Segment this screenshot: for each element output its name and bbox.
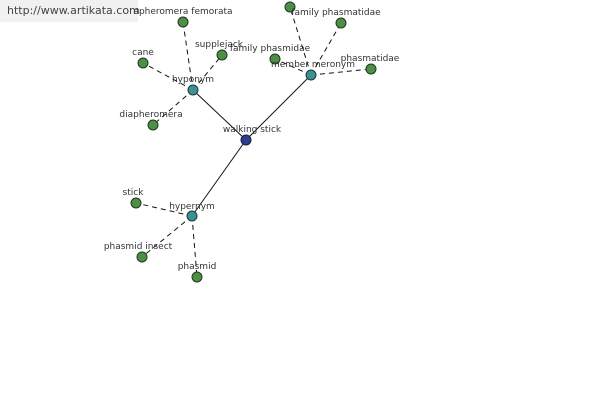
edge-meronym-family-phasmatidae — [310, 22, 342, 76]
label-cane: cane — [132, 48, 154, 58]
node-stick[interactable] — [130, 197, 142, 209]
node-meronym-top[interactable] — [284, 1, 296, 13]
node-supplejack[interactable] — [216, 49, 228, 61]
node-member-meronym[interactable] — [305, 69, 317, 81]
label-phasmid: phasmid — [178, 262, 217, 272]
node-hyponym[interactable] — [187, 84, 199, 96]
edge-center-hypernym — [191, 139, 247, 217]
label-phasmatidae: phasmatidae — [341, 54, 400, 64]
edge-hyponym-supplejack — [192, 54, 223, 91]
label-walking-stick: walking stick — [223, 125, 282, 135]
node-phasmid[interactable] — [191, 271, 203, 283]
label-hyponym: hyponym — [172, 75, 214, 85]
node-hypernym[interactable] — [186, 210, 198, 222]
edge-hypernym-phasmid — [191, 215, 198, 278]
label-family-phasmatidae: family phasmatidae — [291, 8, 381, 18]
edge-meronym-top — [289, 6, 312, 76]
edge-center-member-meronym — [245, 74, 312, 141]
label-hypernym: hypernym — [169, 202, 215, 212]
node-diapheromera[interactable] — [147, 119, 159, 131]
label-stick: stick — [123, 188, 145, 198]
edge-hypernym-stick — [135, 202, 193, 217]
label-diapheromera: diapheromera — [119, 110, 182, 120]
edge-hypernym-phasmid-insect — [141, 215, 193, 258]
node-family-phasmidae[interactable] — [269, 53, 281, 65]
node-cane[interactable] — [137, 57, 149, 69]
edge-hyponym-apheromera — [182, 21, 194, 91]
label-phasmid-insect: phasmid insect — [104, 242, 173, 252]
label-family-phasmidae: family phasmidae — [230, 44, 311, 54]
edge-meronym-family-phasmidae — [274, 58, 312, 76]
node-apheromera-femorata[interactable] — [177, 16, 189, 28]
edge-center-hyponym — [192, 89, 247, 141]
node-phasmatidae[interactable] — [365, 63, 377, 75]
node-walking-stick[interactable] — [240, 134, 252, 146]
edge-hyponym-cane — [142, 62, 194, 91]
label-member-meronym: member meronym — [271, 60, 355, 70]
edge-meronym-phasmatidae — [310, 68, 372, 76]
node-family-phasmatidae[interactable] — [335, 17, 347, 29]
label-supplejack: supplejack — [195, 40, 244, 50]
watermark-link[interactable]: http://www.artikata.com — [0, 0, 140, 22]
node-phasmid-insect[interactable] — [136, 251, 148, 263]
label-apheromera-femorata: apheromera femorata — [133, 7, 232, 17]
